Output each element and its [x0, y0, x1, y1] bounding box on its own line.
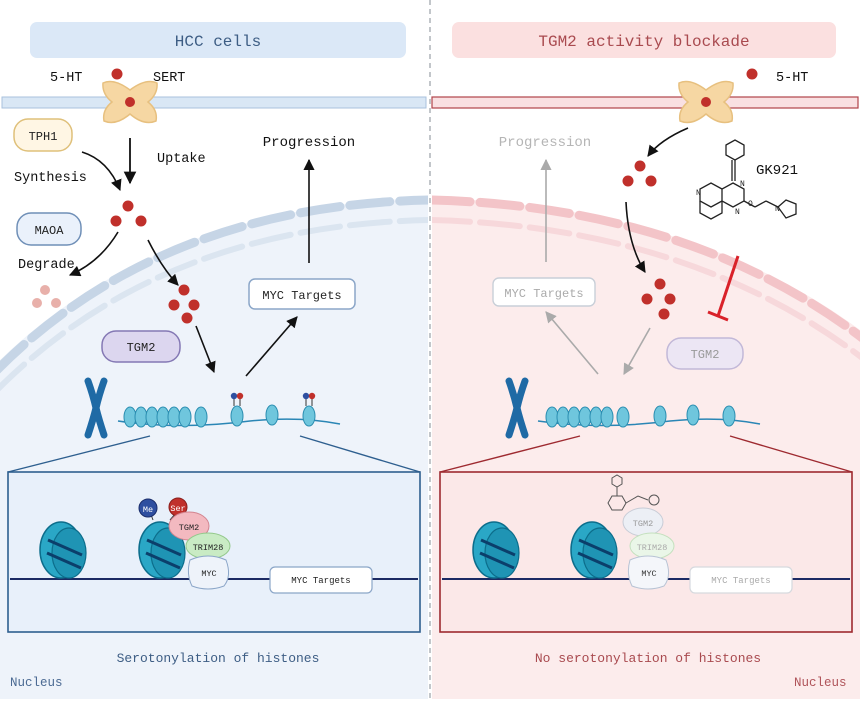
tph1-enzyme: [13, 118, 73, 152]
myc-targets-detail-label-left: MYC Targets: [291, 576, 350, 586]
tgm2-label-left: TGM2: [127, 341, 156, 355]
tph1-label: TPH1: [29, 130, 58, 144]
trim28-label-left: TRIM28: [193, 543, 224, 553]
myc-protein-left: [187, 555, 230, 590]
gk921-atom-o: O: [748, 200, 753, 209]
nuclear-envelope-left: [0, 195, 428, 392]
nucleosome-right-a: [472, 521, 520, 579]
myc-protein-right: [627, 555, 670, 590]
inhibition-bar: [707, 310, 729, 322]
left-header-title: HCC cells: [175, 33, 261, 51]
tgm2-enzyme-left: [101, 330, 181, 363]
label-5ht-left: 5-HT: [50, 71, 82, 86]
synthesis-arrow: [81, 151, 122, 192]
degrade-arrow: [68, 231, 119, 277]
nucleosome-right-b: [570, 521, 618, 579]
label-5ht-right: 5-HT: [776, 71, 808, 86]
nucleosome-left-a: [39, 521, 87, 579]
serotonin-nuclear: [168, 284, 200, 324]
serotonin-dot: [111, 68, 123, 80]
methyl-label: Me: [143, 505, 153, 515]
gk921-atom-n4: N: [775, 205, 780, 214]
sert-transporter-icon-right: [678, 80, 734, 124]
myc-targets-box-right: [492, 277, 596, 307]
myc-targets-label-right: MYC Targets: [504, 287, 583, 301]
right-header-box: [452, 22, 836, 58]
methyl-mark: [138, 498, 158, 518]
label-sert: SERT: [153, 71, 185, 86]
serotonylation-arrow: [195, 325, 216, 374]
label-progression-left: Progression: [263, 135, 355, 151]
uptake-arrow-right: [647, 127, 689, 157]
cell-membrane-right: [431, 96, 859, 109]
nuclear-envelope-right: [432, 195, 860, 361]
tgm2-protein-label-right: TGM2: [633, 519, 653, 529]
myc-targets-detail-right: [689, 566, 793, 594]
left-header-box: [30, 22, 406, 58]
tgm2-protein-label-left: TGM2: [179, 523, 199, 533]
serotonyl-label: Ser: [170, 504, 185, 514]
label-gk921: GK921: [756, 163, 798, 179]
label-synthesis: Synthesis: [14, 171, 87, 186]
activation-arrow: [245, 316, 298, 377]
myc-label-left: MYC: [201, 569, 216, 579]
serotonin-cluster-right: [622, 160, 657, 187]
activation-arrow-right: [545, 311, 599, 375]
serotonylation-arrow-right: [623, 327, 651, 375]
label-progression-right: Progression: [499, 135, 591, 151]
serotonin-cluster: [110, 200, 147, 227]
nucleus-label-left: Nucleus: [10, 676, 63, 690]
myc-targets-label-left: MYC Targets: [262, 289, 341, 303]
cell-membrane-left: [1, 96, 427, 109]
label-uptake: Uptake: [157, 152, 206, 167]
caption-left: Serotonylation of histones: [117, 651, 320, 666]
nucleosome-left-b: [138, 521, 186, 579]
gk921-atom-n1: N: [740, 180, 745, 189]
gk921-atom-n3: N: [696, 189, 701, 198]
myc-targets-detail-left: [269, 566, 373, 594]
label-degrade: Degrade: [18, 258, 75, 273]
maoa-label: MAOA: [35, 224, 65, 238]
myc-targets-detail-label-right: MYC Targets: [711, 576, 770, 586]
tgm2-enzyme-right: [666, 337, 744, 370]
chromosome-icon-left: [84, 377, 108, 439]
myc-targets-box-left: [248, 278, 356, 310]
chromatin-fiber-right: [537, 404, 761, 428]
myc-label-right: MYC: [641, 569, 656, 579]
caption-right: No serotonylation of histones: [535, 651, 761, 666]
trim28-label-right: TRIM28: [637, 543, 668, 553]
inhibition-line: [716, 255, 740, 317]
gk921-molecule-icon: [699, 139, 797, 220]
right-header-title: TGM2 activity blockade: [538, 33, 749, 51]
serotonin-dot-right: [746, 68, 758, 80]
import-arrow-right: [625, 201, 646, 273]
chromatin-fiber-left: [117, 392, 341, 428]
zoom-line-left-a: [7, 435, 151, 473]
tgm2-label-right: TGM2: [691, 348, 720, 362]
zoom-line-right-b: [729, 435, 853, 473]
nucleus-label-right: Nucleus: [794, 676, 847, 690]
degraded-serotonin: [32, 285, 61, 308]
import-arrow: [147, 239, 179, 286]
sert-transporter-icon: [102, 80, 158, 124]
chromosome-icon-right: [505, 377, 529, 439]
zoom-line-left-b: [299, 435, 421, 473]
gk921-atom-n2: N: [735, 208, 740, 217]
serotonin-nuclear-right: [641, 278, 676, 320]
maoa-enzyme: [16, 212, 82, 246]
zoom-line-right-a: [439, 435, 581, 473]
gk921-bound-icon: [607, 474, 660, 511]
